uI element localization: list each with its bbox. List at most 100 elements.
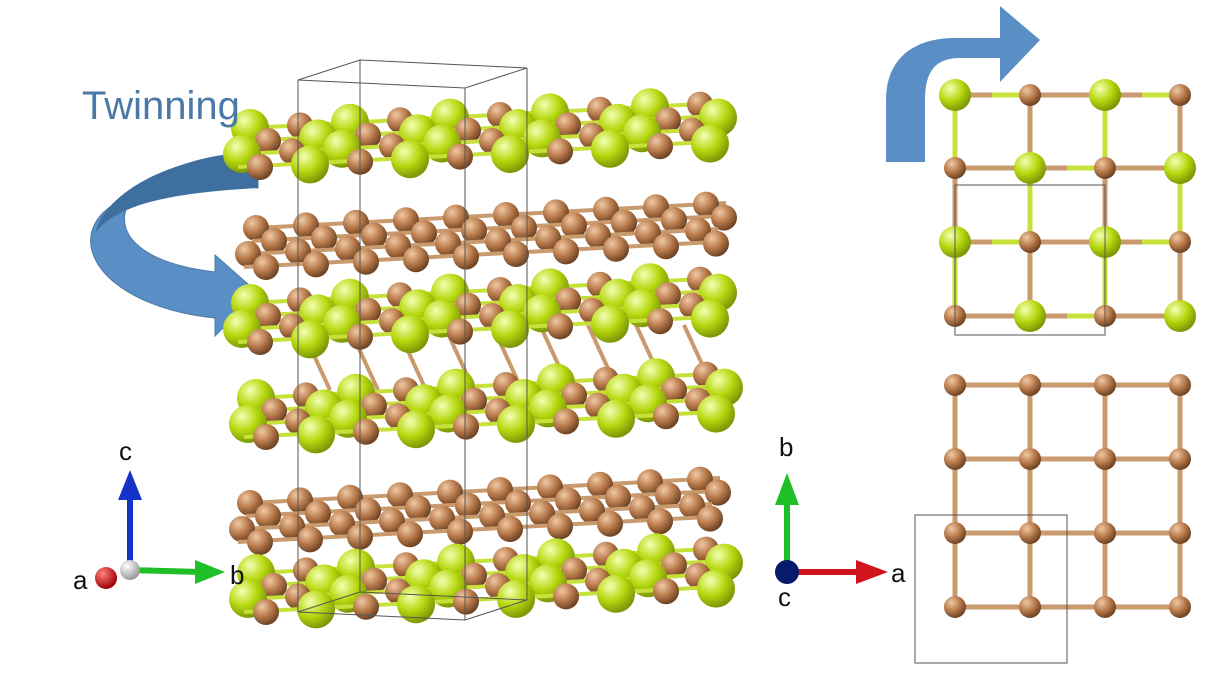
cu-atom <box>461 562 487 589</box>
cu-atom <box>255 303 281 329</box>
twinning-rotation-arrow <box>90 151 259 338</box>
cu-atom <box>944 522 966 544</box>
cu-atom <box>653 403 679 430</box>
axis-label-a-right: a <box>891 558 906 588</box>
s-atom <box>491 135 529 173</box>
cu-atom <box>1094 522 1116 544</box>
s-atom <box>391 140 429 179</box>
cu-atom <box>355 122 381 149</box>
cu-atom <box>1094 374 1116 396</box>
cu-atom <box>361 392 387 419</box>
cu-atom <box>447 318 473 345</box>
cu-atom <box>661 207 687 234</box>
cu-atom <box>635 220 661 247</box>
cu-layer-top-view <box>944 374 1191 618</box>
cu-atom <box>235 241 261 267</box>
s-atom <box>591 304 629 343</box>
cu-atom <box>537 474 563 501</box>
cu-atom <box>353 593 379 620</box>
cu-atom <box>679 492 705 519</box>
cu-atom <box>261 398 287 424</box>
cu-atom <box>529 500 555 527</box>
cu-atom <box>1019 231 1041 253</box>
cu-atom <box>561 557 587 584</box>
cu-atom <box>435 230 461 257</box>
cu-atom <box>1094 448 1116 470</box>
cu-atom <box>343 209 369 236</box>
axis-label-c-right: c <box>778 582 791 612</box>
cu-atom <box>493 202 519 228</box>
cu-atom <box>1169 448 1191 470</box>
cu-atom <box>553 408 579 435</box>
cu-atom <box>1019 374 1041 396</box>
bulk-crystal-structure <box>223 88 743 629</box>
cu-atom <box>329 510 355 537</box>
cu-atom <box>453 243 479 270</box>
cu-atom <box>587 471 613 498</box>
cu-atom <box>711 204 737 231</box>
cu-atom <box>1169 231 1191 253</box>
cu-atom <box>353 248 379 275</box>
s-atom <box>1014 152 1046 184</box>
cu-atom <box>261 573 287 599</box>
cu-atom <box>643 194 669 221</box>
cu-atom <box>593 196 619 223</box>
s-atom <box>1089 79 1121 111</box>
cu-atom <box>653 578 679 605</box>
cu-atom <box>293 212 319 239</box>
cu-atom <box>653 233 679 260</box>
cu-atom <box>455 117 481 144</box>
s-atom <box>1014 300 1046 332</box>
s-atom <box>497 405 535 443</box>
cu-atom <box>655 482 681 509</box>
cus-layer-top-view <box>939 79 1196 332</box>
cu-atom <box>944 157 966 179</box>
cu-atom <box>561 382 587 409</box>
s-atom <box>591 129 629 168</box>
cu-atom <box>1094 596 1116 618</box>
cu-atom <box>697 505 723 532</box>
cu-atom <box>461 217 487 244</box>
axis-label-b-right: b <box>779 432 794 462</box>
cu-atom <box>353 418 379 445</box>
cu-atom <box>229 516 255 542</box>
cu-atom <box>297 526 323 553</box>
axis-label-c-left: c <box>119 436 132 466</box>
cu-atom <box>629 495 655 522</box>
cu-atom <box>255 503 281 529</box>
cu-atom <box>379 508 405 535</box>
cu-atom <box>487 477 513 503</box>
cu-atom <box>647 508 673 535</box>
cu-atom <box>555 287 581 314</box>
cu-atom <box>447 518 473 545</box>
cu-atom <box>705 479 731 506</box>
cu-atom <box>455 492 481 519</box>
cu-atom <box>443 204 469 231</box>
cu-atom <box>453 588 479 615</box>
cu-atom <box>585 222 611 249</box>
s-atom <box>697 394 735 433</box>
cu-atom <box>505 490 531 516</box>
axis-label-a-left: a <box>73 565 88 595</box>
cu-atom <box>311 225 337 252</box>
s-atom <box>391 315 429 354</box>
cu-atom <box>605 484 631 511</box>
cu-atom <box>703 230 729 257</box>
cu-atom <box>437 479 463 506</box>
cu-atom <box>944 374 966 396</box>
cu-atom <box>944 448 966 470</box>
s-atom <box>297 590 335 629</box>
s-atom <box>597 574 635 613</box>
cu-atom <box>1169 84 1191 106</box>
cu-atom <box>387 482 413 509</box>
cu-atom <box>547 513 573 540</box>
s-atom <box>691 124 729 163</box>
cu-atom <box>637 469 663 496</box>
cu-atom <box>355 297 381 324</box>
s-atom <box>939 79 971 111</box>
cu-atom <box>335 235 361 262</box>
bulk-unit-cell <box>297 59 528 621</box>
cu-atom <box>555 112 581 139</box>
cu-atom <box>944 596 966 618</box>
